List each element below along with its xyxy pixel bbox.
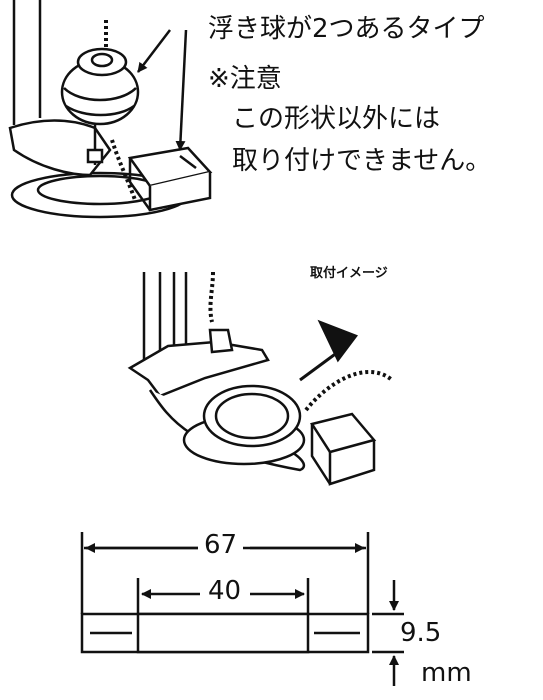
dimension-arrows <box>85 543 399 686</box>
inner-width-label: 40 <box>202 576 248 606</box>
type-label: 浮き球が2つあるタイプ <box>208 14 485 44</box>
outer-width-label: 67 <box>198 530 244 560</box>
top-flapper-illustration <box>8 0 213 219</box>
caution-line-2: 取り付けできません。 <box>232 146 492 176</box>
top-leader-arrows <box>137 29 188 151</box>
caution-title: ※注意 <box>208 64 282 94</box>
caution-line-1: この形状以外には <box>232 104 441 134</box>
unit-label: mm <box>421 658 472 688</box>
install-caption: 取付イメージ <box>310 266 388 281</box>
height-label: 9.5 <box>400 618 442 648</box>
dimension-drawing <box>80 532 404 654</box>
install-illustration <box>127 271 394 486</box>
